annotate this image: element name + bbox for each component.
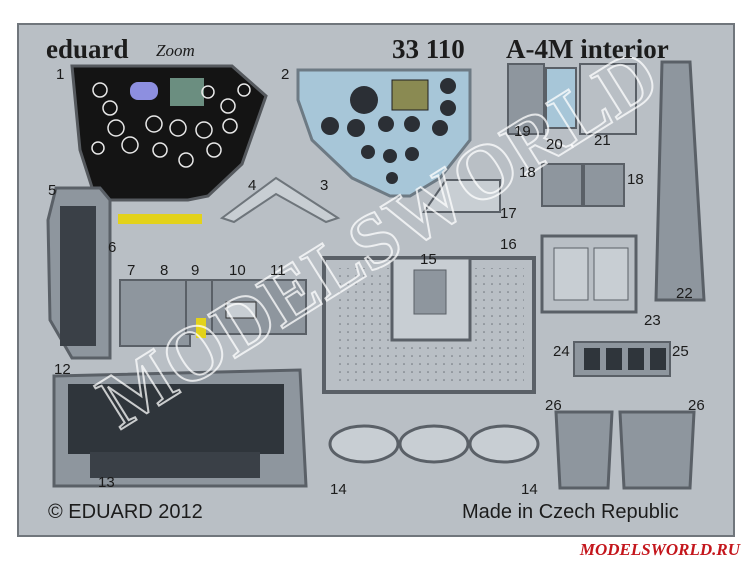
part-1-instrument-panel (70, 64, 268, 202)
part-5-side-console (46, 186, 112, 360)
part-number: 26 (688, 397, 705, 414)
part-18-panels (541, 163, 625, 207)
part-number: 7 (127, 262, 136, 279)
brand-label: eduard (46, 34, 129, 64)
part-number: 26 (545, 397, 562, 414)
part-number: 4 (248, 177, 257, 194)
part-number: 23 (644, 312, 661, 329)
set-title: A-4M interior (506, 34, 669, 64)
part-number: 19 (514, 123, 531, 140)
parts-26 (554, 410, 696, 490)
part-2-instrument-panel-blue (296, 68, 472, 198)
part-number: 16 (500, 236, 517, 253)
part-number: 18 (519, 164, 536, 181)
part-number: 14 (521, 481, 538, 498)
part-number: 13 (98, 474, 115, 491)
part-12-13-console (52, 368, 308, 488)
part-number: 5 (48, 182, 57, 199)
part-17-bracket (422, 179, 501, 213)
part-number: 15 (420, 251, 437, 268)
part-number: 10 (229, 262, 246, 279)
part-number: 1 (56, 66, 65, 83)
parts-24-25 (573, 341, 671, 377)
part-number: 24 (553, 343, 570, 360)
part-number: 3 (320, 177, 329, 194)
part-number: 17 (500, 205, 517, 222)
part-number: 6 (108, 239, 117, 256)
part-number: 22 (676, 285, 693, 302)
set-number: 33 110 (392, 34, 465, 64)
part-number: 20 (546, 136, 563, 153)
part-number: 2 (281, 66, 290, 83)
part-6-yellow-handles (118, 214, 202, 224)
part-number: 9 (191, 262, 200, 279)
part-number: 11 (270, 262, 286, 279)
part-16-floor-frame (322, 256, 536, 394)
part-number: 8 (160, 262, 169, 279)
part-number: 25 (672, 343, 689, 360)
parts-7-11-panels (119, 279, 307, 347)
copyright-label: © EDUARD 2012 (48, 501, 203, 523)
part-3-4-bracket (219, 176, 341, 224)
part-23-frame (540, 234, 638, 314)
part-number: 21 (594, 132, 611, 149)
parts-14 (328, 424, 540, 464)
part-number: 18 (627, 171, 644, 188)
site-watermark: MODELSWORLD.RU (579, 540, 740, 559)
origin-label: Made in Czech Republic (462, 501, 679, 523)
series-label: Zoom (156, 41, 195, 60)
part-number: 14 (330, 481, 347, 498)
part-22-rail (654, 60, 706, 302)
part-number: 12 (54, 361, 71, 378)
parts-19-21 (507, 63, 637, 135)
